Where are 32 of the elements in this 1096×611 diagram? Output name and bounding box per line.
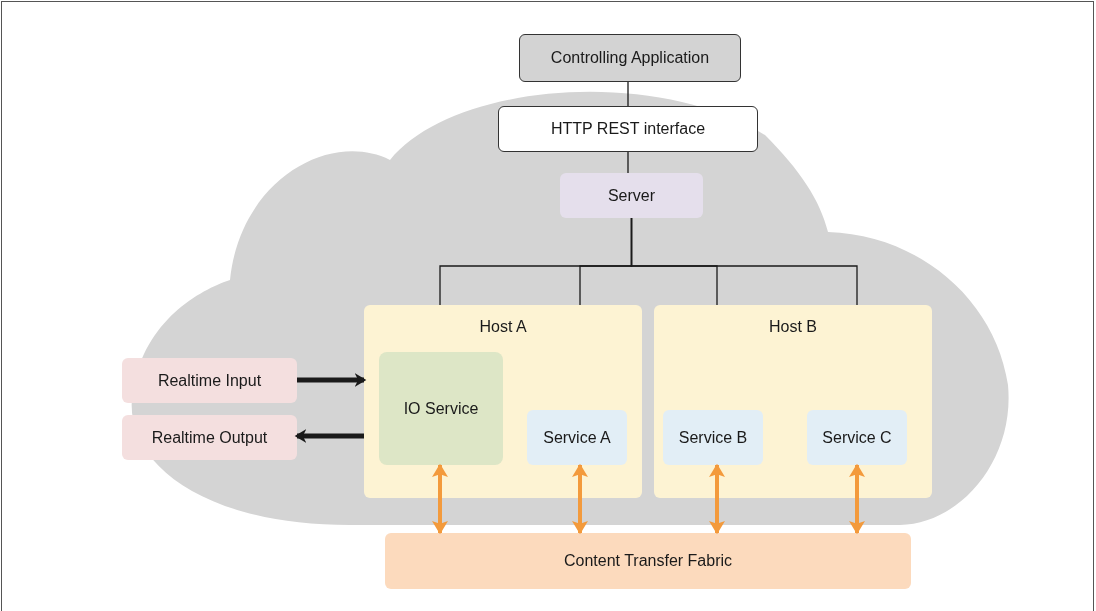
node-label: Controlling Application <box>549 48 711 68</box>
node-label: Realtime Output <box>150 427 269 448</box>
io-box <box>122 358 297 403</box>
arrow <box>849 463 865 535</box>
interface-box <box>498 106 758 152</box>
fabric-box <box>385 533 911 589</box>
arrow <box>297 373 367 387</box>
node-label: Service B <box>677 427 749 448</box>
arrow <box>572 463 588 535</box>
node-label: Server <box>606 185 657 206</box>
service-box <box>379 352 503 465</box>
io-box <box>122 415 297 460</box>
node-label: IO Service <box>402 398 480 419</box>
arrow <box>709 463 725 535</box>
connector-line <box>627 151 629 174</box>
service-box <box>527 410 627 465</box>
node-label: Host B <box>768 317 818 337</box>
node-label: Service A <box>542 427 612 448</box>
node-label: Content Transfer Fabric <box>562 551 734 571</box>
node-label: Service C <box>821 427 893 448</box>
application-box <box>519 34 741 82</box>
node-label: Host A <box>478 317 528 337</box>
server-box <box>560 173 703 218</box>
service-box <box>807 410 907 465</box>
host-box <box>364 305 642 498</box>
connector-line <box>627 81 629 107</box>
node-label: Realtime Input <box>156 370 263 391</box>
arrow <box>294 429 364 443</box>
node-label: HTTP REST interface <box>549 119 707 139</box>
arrow <box>432 463 448 535</box>
service-box <box>663 410 763 465</box>
host-box <box>654 305 932 498</box>
